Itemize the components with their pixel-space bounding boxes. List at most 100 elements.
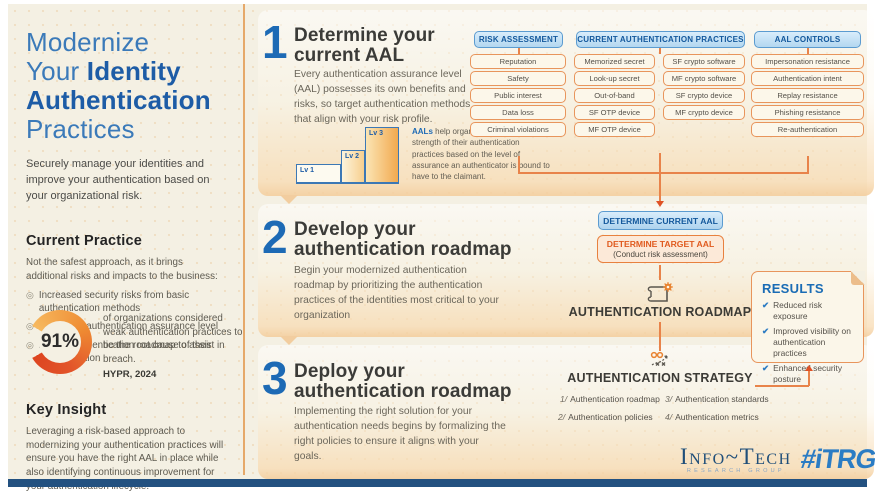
strategy-item: 4/Authentication metrics (665, 412, 759, 422)
title-line2a: Your (26, 56, 80, 87)
results-text: Improved visibility on authentication pr… (773, 325, 851, 358)
arrow-up-icon (805, 361, 813, 371)
title-line2b: Identity (86, 56, 181, 87)
step3-title-line1: Deploy your (294, 361, 405, 382)
step3-title: Deploy your authentication roadmap (294, 361, 512, 403)
title-line3: Authentication (26, 85, 211, 116)
title-line4: Practices (26, 114, 135, 145)
results-heading: RESULTS (762, 281, 824, 296)
bottom-accent-bar (8, 479, 867, 487)
aal-item: Phishing resistance (751, 105, 864, 120)
step2-title-line1: Develop your (294, 219, 416, 240)
step2-title-line2: authentication roadmap (294, 239, 512, 261)
practice-item: SF OTP device (574, 105, 655, 120)
stat-source: HYPR, 2024 (103, 369, 157, 381)
current-practices-header: CURRENT AUTHENTICATION PRACTICES (576, 31, 745, 48)
results-box: RESULTS ✔Reduced risk exposure ✔Improved… (751, 270, 865, 384)
page-subtitle: Securely manage your identities and impr… (26, 158, 210, 202)
strategy-item-number: 2/ (558, 412, 566, 422)
conduct-risk-assessment-label: (Conduct risk assessment) (613, 250, 708, 259)
practice-item: SF crypto device (663, 88, 745, 103)
determine-target-aal-box: DETERMINE TARGET AAL (Conduct risk asses… (597, 235, 724, 263)
stair-lv1-label: Lv 1 (300, 167, 315, 174)
bullet-item: ◎ Undefined authentication assurance leve… (26, 320, 226, 334)
step3-body: Implementing the right solution for your… (294, 406, 506, 462)
determine-target-aal-label: DETERMINE TARGET AAL (606, 239, 715, 249)
results-item: ✔Improved visibility on authentication p… (762, 326, 855, 359)
gear-bullet-icon: ◎ (26, 321, 34, 332)
page-title: Modernize Your Identity Authentication P… (26, 27, 229, 145)
stat-value: 91% (40, 331, 80, 352)
step1-title: Determine your current AAL (294, 25, 435, 67)
strategy-item-label: Authentication policies (568, 412, 653, 422)
practice-item: MF crypto device (663, 105, 745, 120)
connector-line (659, 265, 661, 280)
stat-description: of organizations considered weak authent… (103, 313, 243, 365)
connector-line (659, 322, 661, 351)
stair-lv2-label: Lv 2 (345, 153, 360, 160)
risk-assessment-header: RISK ASSESSMENT (474, 31, 563, 48)
itrg-logo: #iTRG (798, 444, 875, 474)
aal-item: Replay resistance (751, 88, 864, 103)
risk-item: Data loss (470, 105, 566, 120)
strategy-item-number: 4/ (665, 412, 673, 422)
roadmap-scroll-icon (647, 282, 673, 302)
authentication-roadmap-label: AUTHENTICATION ROADMAP (568, 305, 752, 319)
strategy-item-label: Authentication metrics (675, 412, 759, 422)
practice-item: MF crypto software (663, 71, 745, 86)
connector-line (659, 153, 661, 201)
strategy-item: 3/Authentication standards (665, 394, 769, 404)
stat-donut-chart: 91% (28, 310, 92, 374)
infotech-logo: Info~Tech RESEARCH GROUP (680, 444, 792, 474)
connector-line (518, 172, 809, 174)
risk-item: Reputation (470, 54, 566, 69)
strategy-item-number: 3/ (665, 394, 673, 404)
bullet-text: Increased security risks from basic auth… (38, 289, 190, 314)
step1-number: 1 (262, 16, 288, 68)
key-insight-heading: Key Insight (26, 402, 107, 418)
check-icon: ✔ (762, 325, 770, 336)
current-practice-intro: Not the safest approach, as it brings ad… (26, 257, 218, 282)
aal-item: Impersonation resistance (751, 54, 864, 69)
bullet-item: ◎ Increased security risks from basic aut… (26, 289, 226, 315)
connector-line (808, 368, 810, 386)
results-item: ✔Reduced risk exposure (762, 300, 855, 322)
authentication-strategy-label: AUTHENTICATION STRATEGY (567, 371, 753, 385)
practice-item: MF OTP device (574, 122, 655, 137)
risk-item: Safety (470, 71, 566, 86)
current-practice-heading: Current Practice (26, 233, 143, 250)
step2-number: 2 (262, 211, 288, 263)
gear-bullet-icon: ◎ (26, 289, 34, 300)
aal-controls-header: AAL CONTROLS (754, 31, 861, 48)
step1-body: Every authentication assurance level (AA… (294, 69, 471, 125)
step2-body: Begin your modernized authentication roa… (294, 265, 499, 321)
strategy-item-number: 1/ (560, 394, 568, 404)
strategy-item-label: Authentication standards (675, 394, 769, 404)
step2-title: Develop your authentication roadmap (294, 219, 512, 261)
strategy-playbook-icon (650, 351, 668, 366)
connector-line (518, 156, 520, 173)
results-text: Enhanced security posture (773, 362, 843, 384)
arrow-down-icon (656, 201, 664, 211)
practice-item: Look-up secret (574, 71, 655, 86)
strategy-item: 2/Authentication policies (558, 412, 653, 422)
strategy-item: 1/Authentication roadmap (560, 394, 660, 404)
practice-item: Out-of-band (574, 88, 655, 103)
title-line1: Modernize (26, 27, 150, 57)
risk-item: Criminal violations (470, 122, 566, 137)
check-icon: ✔ (762, 300, 770, 310)
step1-title-line1: Determine your (294, 25, 435, 46)
results-text: Reduced risk exposure (773, 300, 823, 321)
infotech-logo-subtext: RESEARCH GROUP (686, 468, 785, 474)
bullet-text: Undefined authentication assurance level (38, 321, 219, 333)
risk-item: Public interest (470, 88, 566, 103)
aal-note-bold: AALs (412, 127, 433, 136)
connector-line (807, 156, 809, 173)
sidebar: Modernize Your Identity Authentication P… (8, 4, 243, 475)
infotech-logo-text: Info~Tech (680, 444, 792, 469)
step3-number: 3 (262, 352, 288, 404)
determine-current-aal-box: DETERMINE CURRENT AAL (598, 211, 723, 230)
aal-item: Authentication intent (751, 71, 864, 86)
stat-text: of organizations considered weak authent… (103, 312, 243, 381)
step3-title-line2: authentication roadmap (294, 381, 512, 403)
